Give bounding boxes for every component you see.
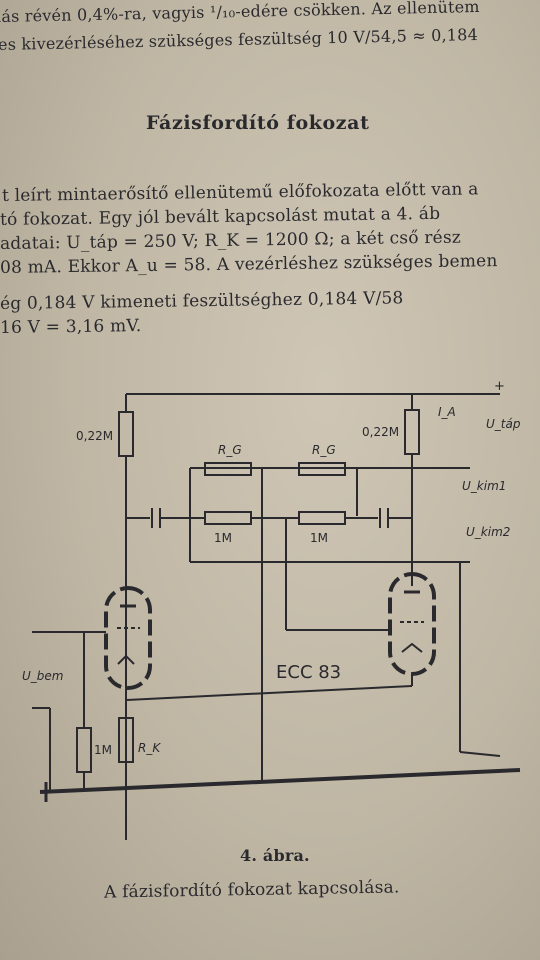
label-grid-resistor-1: 1M <box>214 531 232 545</box>
label-grid-resistor-2: 1M <box>310 531 328 545</box>
label-anode-resistor-right: 0,22M <box>362 425 399 439</box>
label-feedback-resistor-1: R_G <box>218 443 242 457</box>
label-cathode-resistor: R_K <box>138 741 161 755</box>
label-grid-leak-resistor: 1M <box>94 743 112 757</box>
label-output-2: U_kim2 <box>466 525 510 539</box>
label-feedback-resistor-2: R_G <box>312 443 336 457</box>
label-tube-type: ECC 83 <box>276 662 341 683</box>
section-title: Fázisfordító fokozat <box>146 112 370 134</box>
figure-number: 4. ábra. <box>240 846 310 865</box>
body-text-line: adatai: U_táp = 250 V; R_K = 1200 Ω; a k… <box>0 227 462 254</box>
label-anode-current: I_A <box>438 405 456 419</box>
intro-text-line-1: lás révén 0,4%-ra, vagyis ¹/₁₀-edére csö… <box>0 0 480 27</box>
label-input: U_bem <box>22 669 63 683</box>
figure-caption: A fázisfordító fokozat kapcsolása. <box>103 877 400 903</box>
body-text-line: tó fokozat. Egy jól bevált kapcsolást mu… <box>0 203 441 230</box>
label-supply-voltage: U_táp <box>486 417 521 431</box>
label-anode-resistor-left: 0,22M <box>76 429 113 443</box>
body-text-line: 08 mA. Ekkor A_u = 58. A vezérléshez szü… <box>0 251 498 278</box>
intro-text-line-2: es kivezérléséhez szükséges feszültség 1… <box>0 24 479 55</box>
circuit-schematic: 0,22M 0,22M R_G R_G 1M 1M 1M R_K I_A U_t… <box>22 379 521 840</box>
label-output-1: U_kim1 <box>462 479 506 493</box>
body-text-line: t leírt mintaerősítő ellenütemű előfokoz… <box>1 179 479 206</box>
body-text-line: ég 0,184 V kimeneti feszültséghez 0,184 … <box>0 288 404 314</box>
label-supply-plus: + <box>494 379 505 394</box>
body-text-line: 16 V = 3,16 mV. <box>0 316 142 338</box>
